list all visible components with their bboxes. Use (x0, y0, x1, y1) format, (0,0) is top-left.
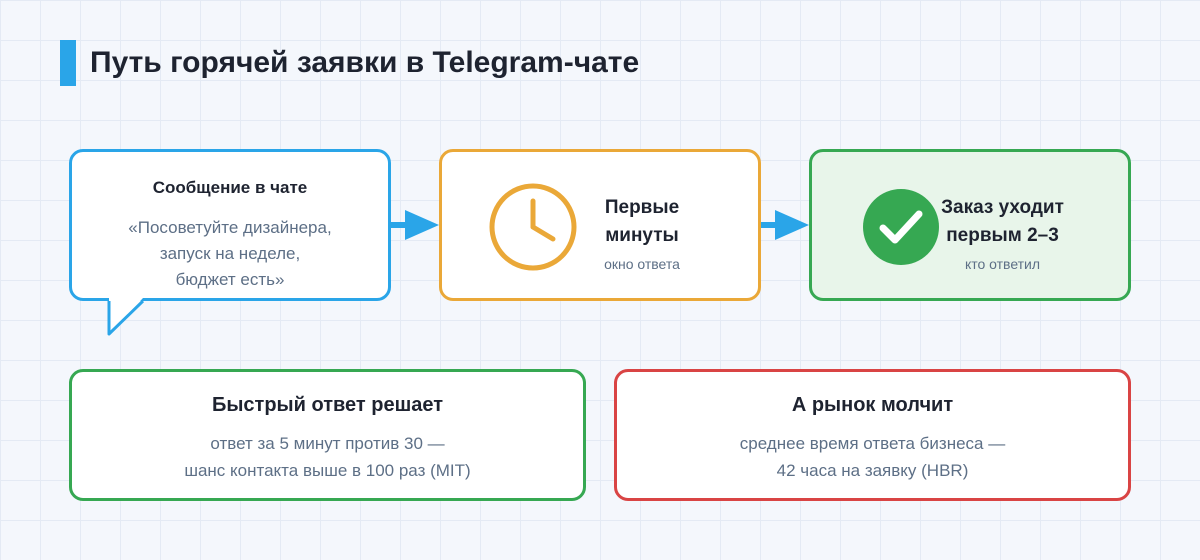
title-line: минуты (605, 225, 679, 246)
quote-line: «Посоветуйте дизайнера, (128, 218, 332, 237)
text-line: шанс контакта выше в 100 раз (MIT) (184, 461, 471, 480)
clock-icon (489, 183, 577, 271)
market-silent-title: А рынок молчит (791, 394, 954, 416)
checkmark-icon (863, 189, 939, 265)
title-accent-bar (60, 40, 76, 86)
order-result-title: Заказ уходит первым 2–3 (930, 194, 1075, 250)
first-minutes-card: Первые минуты окно ответа (439, 149, 761, 301)
speech-bubble-tail-icon (107, 298, 145, 336)
chat-message-title: Сообщение в чате (152, 178, 308, 197)
market-silent-text: среднее время ответа бизнеса — 42 часа н… (617, 430, 1128, 484)
fast-answer-card: Быстрый ответ решает ответ за 5 минут пр… (69, 369, 586, 501)
order-result-subtitle: кто ответил (964, 256, 1041, 272)
chat-message-quote: «Посоветуйте дизайнера, запуск на неделе… (72, 215, 388, 293)
market-silent-card: А рынок молчит среднее время ответа бизн… (614, 369, 1131, 501)
text-line: ответ за 5 минут против 30 — (210, 434, 445, 453)
text-line: среднее время ответа бизнеса — (739, 434, 1006, 453)
quote-line: запуск на неделе, (159, 244, 301, 263)
order-result-card: Заказ уходит первым 2–3 кто ответил (809, 149, 1131, 301)
text-line: 42 часа на заявку (HBR) (776, 461, 969, 480)
fast-answer-title: Быстрый ответ решает (211, 394, 444, 416)
page-title: Путь горячей заявки в Telegram-чате (90, 46, 640, 79)
first-minutes-title: Первые минуты (587, 194, 697, 250)
title-line: Первые (604, 197, 680, 218)
fast-answer-text: ответ за 5 минут против 30 — шанс контак… (72, 430, 583, 484)
title-line: первым 2–3 (946, 225, 1059, 246)
first-minutes-subtitle: окно ответа (604, 256, 680, 272)
quote-line: бюджет есть» (175, 270, 285, 289)
title-line: Заказ уходит (941, 197, 1064, 218)
chat-message-card: Сообщение в чате «Посоветуйте дизайнера,… (69, 149, 391, 301)
arrow-right-icon (761, 210, 809, 240)
arrow-right-icon (391, 210, 439, 240)
